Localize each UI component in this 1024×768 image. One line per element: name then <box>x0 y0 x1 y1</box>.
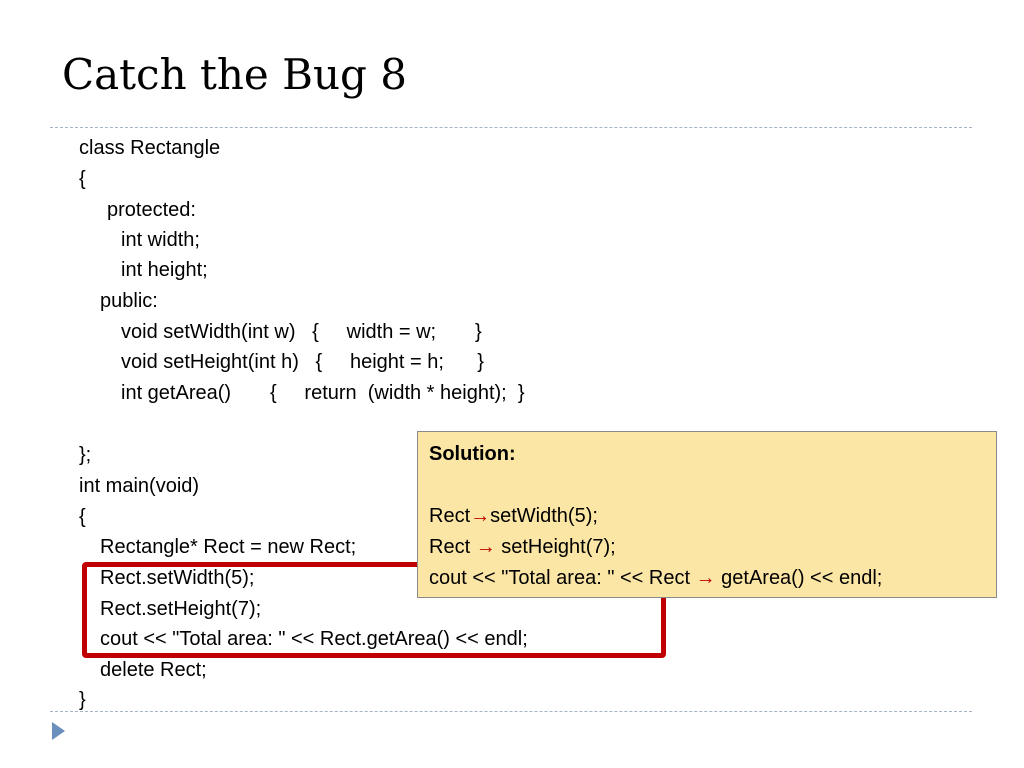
solution-line-2: Rect → setHeight(7); <box>429 535 616 559</box>
code-line: int main(void) <box>79 475 200 497</box>
code-line: int height; <box>121 259 208 281</box>
triangle-bullet-icon <box>52 722 65 740</box>
code-line: protected: <box>107 199 196 221</box>
code-line: int getArea() { return (width * height);… <box>121 382 525 404</box>
code-line: cout << "Total area: " << Rect.getArea()… <box>100 628 528 650</box>
solution-text: Rect <box>429 536 476 558</box>
code-line: { <box>79 506 86 528</box>
code-line: { <box>79 168 86 190</box>
code-line: class Rectangle <box>79 137 221 159</box>
slide-title: Catch the Bug 8 <box>62 50 407 99</box>
code-line: int width; <box>121 229 200 251</box>
solution-line-3: cout << "Total area: " << Rect → getArea… <box>429 566 882 590</box>
arrow-icon: → <box>475 536 496 558</box>
arrow-icon: → <box>470 505 491 527</box>
bug-highlight-box <box>82 562 666 658</box>
solution-text: setWidth(5); <box>490 505 598 527</box>
solution-text: Rect <box>429 505 471 527</box>
solution-text: setHeight(7); <box>495 536 616 558</box>
solution-text: cout << "Total area: " << Rect <box>429 567 696 589</box>
code-line: public: <box>100 290 158 312</box>
solution-heading: Solution: <box>429 443 516 465</box>
solution-box: Solution: Rect→setWidth(5); Rect → setHe… <box>417 431 997 598</box>
solution-text: getArea() << endl; <box>715 567 883 589</box>
code-line: } <box>79 689 86 711</box>
code-line: Rect.setWidth(5); <box>100 567 255 589</box>
bottom-divider <box>50 711 972 712</box>
solution-line-1: Rect→setWidth(5); <box>429 504 598 528</box>
code-line: }; <box>79 444 92 466</box>
arrow-icon: → <box>695 567 716 589</box>
code-line: Rect.setHeight(7); <box>100 598 262 620</box>
code-line: void setHeight(int h) { height = h; } <box>121 351 484 373</box>
code-line: void setWidth(int w) { width = w; } <box>121 321 482 343</box>
code-line: Rectangle* Rect = new Rect; <box>100 536 357 558</box>
code-line: delete Rect; <box>100 659 207 681</box>
top-divider <box>50 127 972 128</box>
